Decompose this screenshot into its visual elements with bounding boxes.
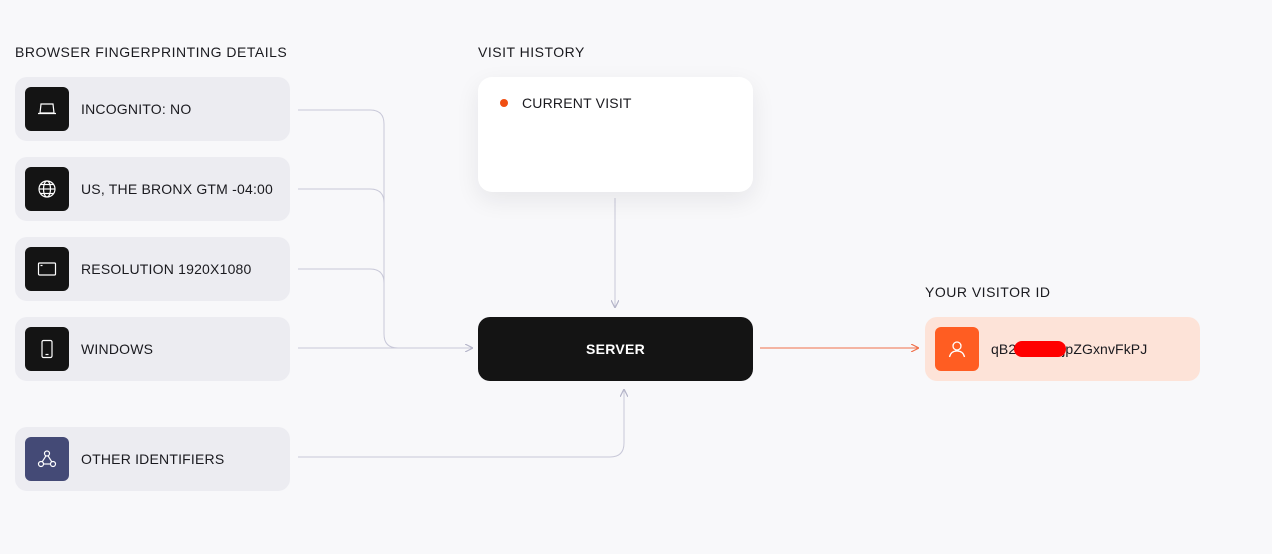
fingerprint-item-os: WINDOWS	[15, 317, 290, 381]
server-node: SERVER	[478, 317, 753, 381]
fingerprint-item-other: OTHER IDENTIFIERS	[15, 427, 290, 491]
visit-history-title: VISIT HISTORY	[478, 44, 585, 60]
globe-icon	[25, 167, 69, 211]
visitor-id-value: qB2 jpZGxnvFkPJ	[991, 341, 1147, 357]
laptop-icon	[25, 87, 69, 131]
redaction-mark	[1014, 341, 1066, 357]
screen-icon	[25, 247, 69, 291]
fingerprint-label: WINDOWS	[81, 341, 154, 357]
network-icon	[25, 437, 69, 481]
user-icon	[935, 327, 979, 371]
fingerprint-item-resolution: RESOLUTION 1920X1080	[15, 237, 290, 301]
fingerprint-item-location: US, THE BRONX GTM -04:00	[15, 157, 290, 221]
current-visit-dot	[500, 99, 508, 107]
connector-resolution	[298, 268, 385, 334]
server-label: SERVER	[585, 341, 646, 357]
connector-incognito	[298, 109, 472, 349]
visitor-id-suffix: jpZGxnvFkPJ	[1062, 341, 1148, 357]
connector-other	[298, 390, 624, 458]
fingerprint-label: US, THE BRONX GTM -04:00	[81, 181, 274, 197]
visitor-id-title: YOUR VISITOR ID	[925, 284, 1051, 300]
fingerprint-label: INCOGNITO: NO	[81, 101, 192, 117]
fingerprint-label: OTHER IDENTIFIERS	[81, 451, 225, 467]
fingerprinting-title: BROWSER FINGERPRINTING DETAILS	[15, 44, 288, 60]
connector-location	[298, 188, 385, 334]
phone-icon	[25, 327, 69, 371]
fingerprint-item-incognito: INCOGNITO: NO	[15, 77, 290, 141]
visitor-id-prefix: qB2	[991, 341, 1017, 357]
visit-history-card: CURRENT VISIT	[478, 77, 753, 192]
fingerprint-label: RESOLUTION 1920X1080	[81, 261, 252, 277]
current-visit-label: CURRENT VISIT	[522, 95, 632, 111]
